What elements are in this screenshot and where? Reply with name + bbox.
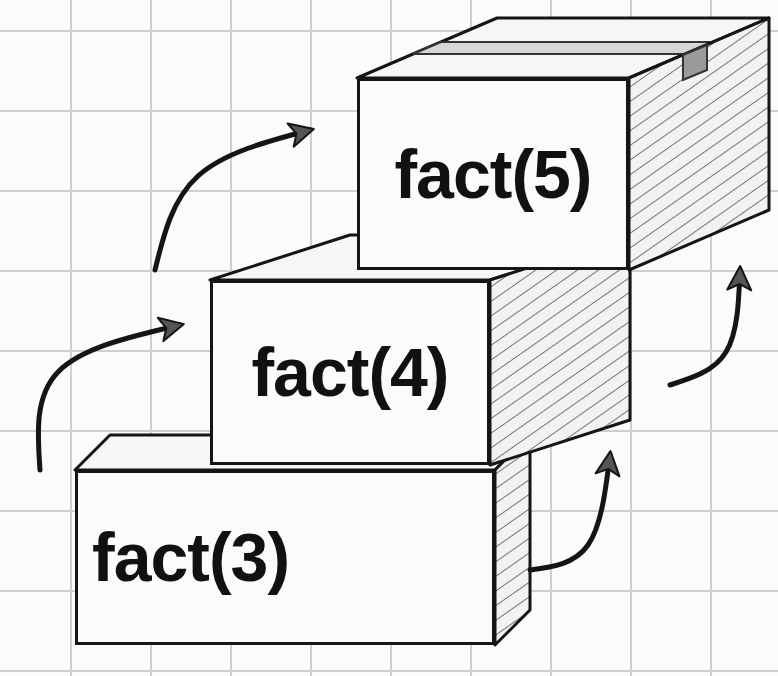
packing-tape <box>413 42 713 54</box>
curved-arrow <box>670 270 740 385</box>
box-front: fact(5) <box>357 78 629 270</box>
curved-arrow <box>155 130 310 270</box>
curved-arrow <box>38 325 180 470</box>
tape-flap <box>683 45 707 80</box>
box-front: fact(3) <box>75 470 495 645</box>
box-side <box>629 18 769 270</box>
box-front: fact(4) <box>210 280 490 465</box>
curved-arrow <box>530 455 610 570</box>
function-call-label: fact(4) <box>251 335 448 410</box>
function-call-label: fact(5) <box>394 137 591 212</box>
box-side <box>495 435 530 645</box>
function-call-label: fact(3) <box>92 520 289 595</box>
